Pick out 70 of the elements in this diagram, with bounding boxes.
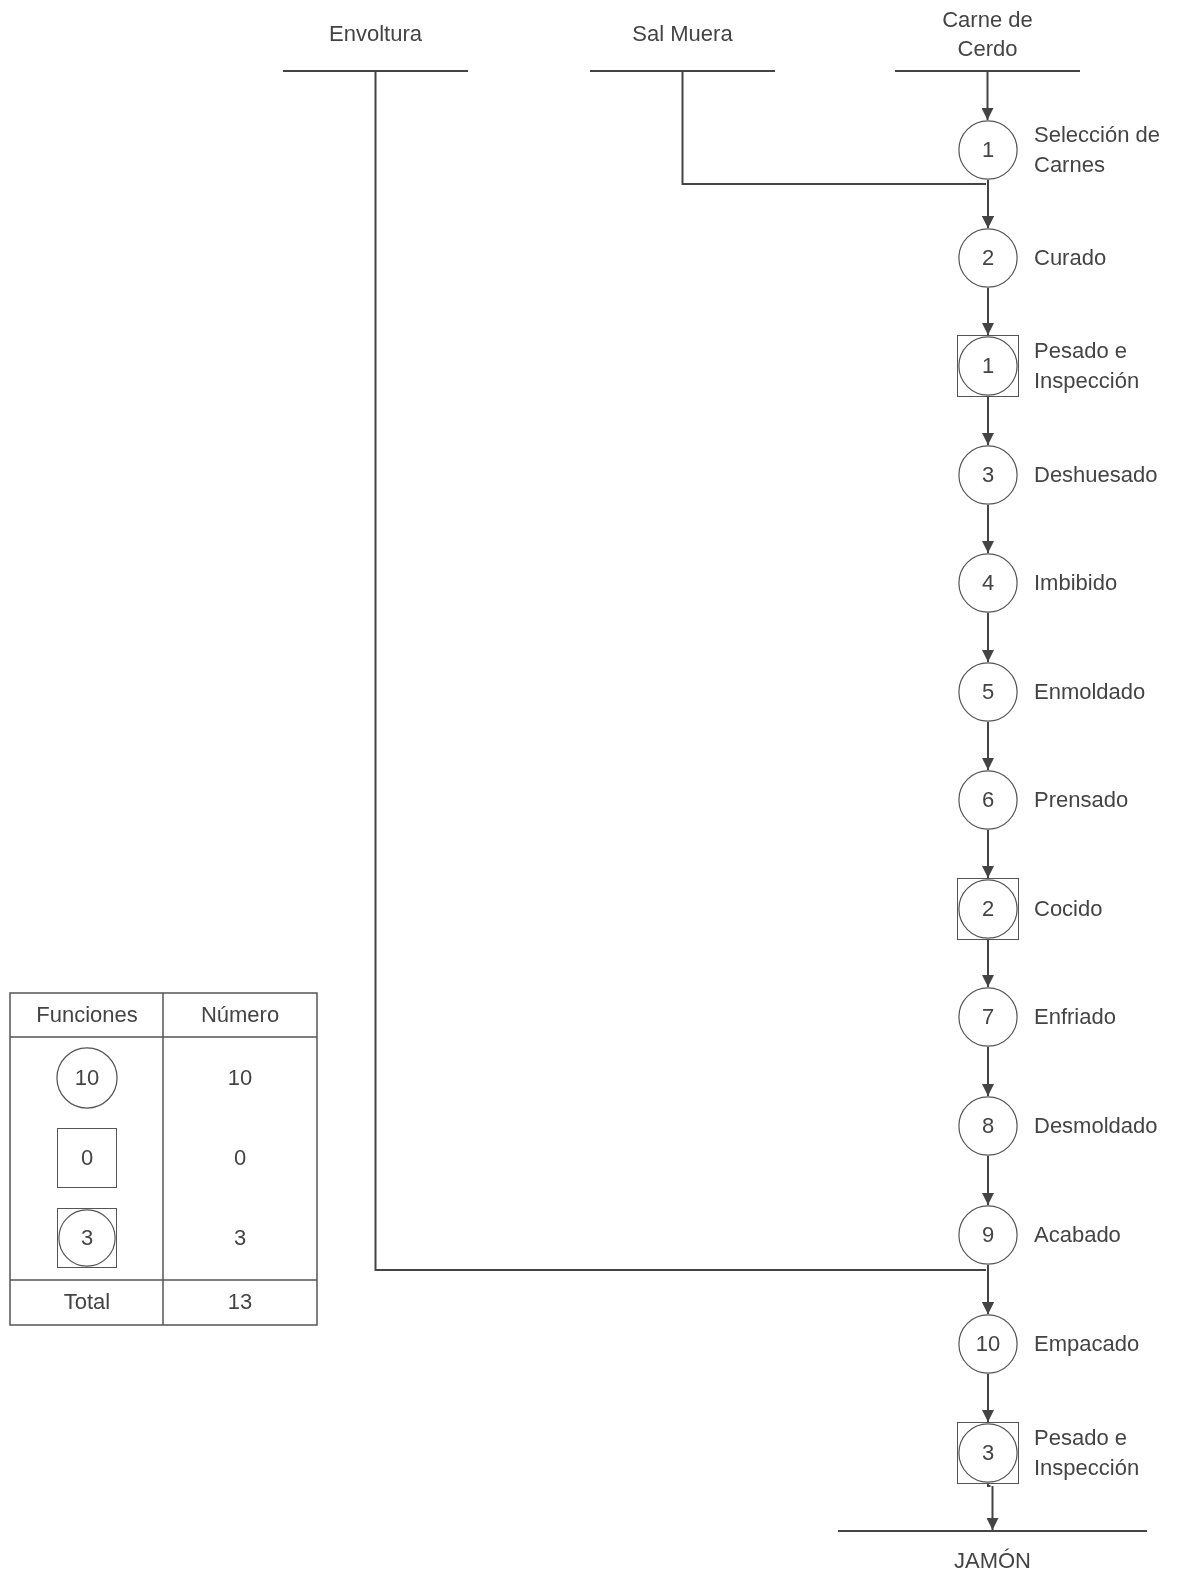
table-cell-text: Total	[63, 1289, 111, 1315]
arrow	[982, 1046, 994, 1097]
step-description: Empacado	[1034, 1330, 1141, 1359]
step-number: 10	[74, 1063, 100, 1092]
step-description: Deshuesado	[1034, 461, 1159, 490]
step-description: Imbibido	[1034, 569, 1119, 598]
material-name: JAMÓN	[954, 1547, 1031, 1576]
combined-operation-inspection-symbol	[957, 878, 1019, 940]
operation-circle	[958, 445, 1018, 505]
step-number: 9	[981, 1220, 995, 1249]
table-cell-text: 0	[233, 1145, 247, 1171]
combined-operation-inspection-symbol	[57, 1208, 117, 1268]
arrow	[982, 829, 994, 879]
step-description: Enmoldado	[1034, 678, 1147, 707]
arrow	[982, 612, 994, 663]
step-number: 3	[80, 1223, 94, 1252]
step-description: Curado	[1034, 244, 1108, 273]
arrow	[982, 504, 994, 554]
step-number: 2	[981, 894, 995, 923]
operation-circle	[958, 1096, 1018, 1156]
step-description: Enfriado	[1034, 1003, 1117, 1032]
operation-circle	[56, 1047, 118, 1109]
arrow	[982, 1155, 994, 1206]
step-description: Acabado	[1034, 1221, 1122, 1250]
arrow	[982, 939, 994, 988]
table-cell-text: Número	[200, 1002, 280, 1028]
operation-circle	[958, 770, 1018, 830]
step-number: 1	[981, 135, 995, 164]
operation-circle	[958, 120, 1018, 180]
table-cell-text: 10	[227, 1065, 253, 1091]
step-number: 3	[981, 1438, 995, 1467]
step-number: 0	[80, 1143, 94, 1172]
step-number: 7	[981, 1002, 995, 1031]
step-number: 3	[981, 460, 995, 489]
inspection-square	[57, 1128, 117, 1188]
table-cell-text: Funciones	[36, 1002, 138, 1028]
step-number: 5	[981, 677, 995, 706]
step-number: 1	[981, 351, 995, 380]
step-description: Pesado e Inspección	[1034, 337, 1141, 395]
step-number: 6	[981, 785, 995, 814]
arrow	[981, 71, 994, 121]
arrow	[681, 71, 994, 229]
step-description: Selección de Carnes	[1034, 121, 1161, 179]
operation-circle	[958, 553, 1018, 613]
table-cell-text: 13	[227, 1289, 253, 1315]
arrow	[986, 1483, 999, 1531]
arrow	[982, 396, 994, 446]
arrow	[982, 287, 994, 336]
material-name: Envoltura	[329, 20, 422, 48]
operation-circle	[958, 228, 1018, 288]
arrow	[982, 1373, 994, 1423]
operation-circle	[958, 1205, 1018, 1265]
arrow	[374, 71, 994, 1315]
operation-circle	[958, 987, 1018, 1047]
step-number: 10	[975, 1329, 1001, 1358]
step-description: Prensado	[1034, 786, 1130, 815]
step-number: 2	[981, 243, 995, 272]
table-cell-text: 3	[233, 1225, 247, 1251]
step-description: Desmoldado	[1034, 1112, 1159, 1141]
operation-circle	[958, 1314, 1018, 1374]
step-description: Cocido	[1034, 895, 1104, 924]
operation-circle	[958, 662, 1018, 722]
combined-operation-inspection-symbol	[957, 335, 1019, 397]
step-number: 4	[981, 568, 995, 597]
step-description: Pesado e Inspección	[1034, 1424, 1141, 1482]
material-name: Carne de Cerdo	[941, 6, 1034, 63]
material-name: Sal Muera	[632, 20, 733, 48]
combined-operation-inspection-symbol	[957, 1422, 1019, 1484]
step-number: 8	[981, 1111, 995, 1140]
arrow	[982, 721, 994, 771]
